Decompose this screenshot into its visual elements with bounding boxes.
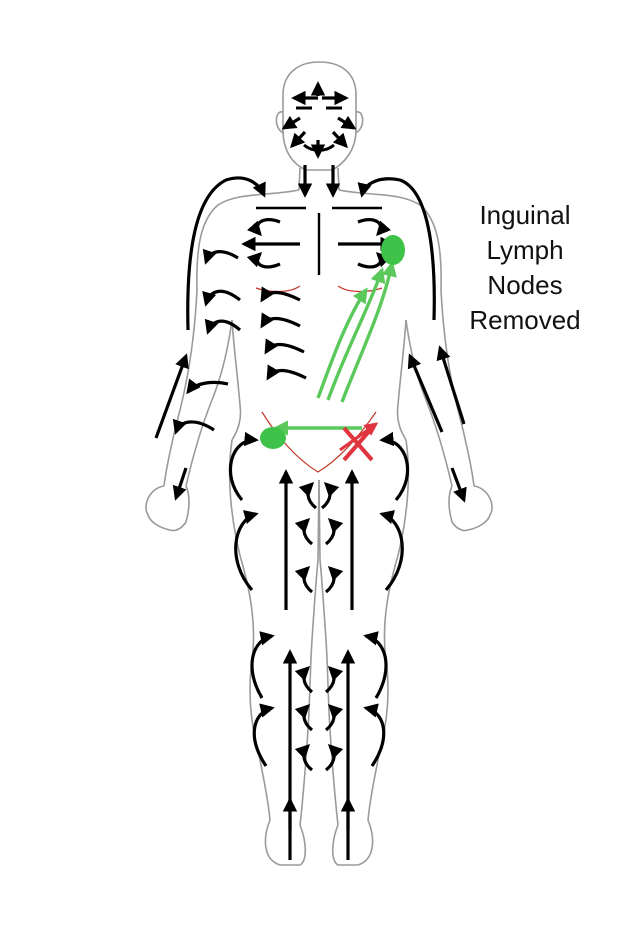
- head-arrow: [281, 115, 301, 130]
- arm-arrow: [172, 418, 215, 435]
- shin-mid-arrow: [294, 703, 314, 732]
- chest-curl: [357, 251, 392, 269]
- thigh-mid-arrow: [294, 517, 314, 546]
- calf-curve: [363, 631, 388, 699]
- left-leg-inner: [299, 479, 320, 826]
- calf-curve: [252, 703, 275, 767]
- caption-line-3: Nodes: [487, 270, 563, 300]
- shin-mid-arrow: [324, 703, 344, 732]
- thigh-mid-arrow: [298, 481, 318, 510]
- thigh-curve: [234, 510, 259, 592]
- thigh-mid-arrow: [294, 565, 314, 594]
- left-torso-side: [231, 319, 242, 441]
- right-torso-side: [396, 319, 407, 441]
- right-ear: [354, 111, 364, 134]
- caption-line-4: Removed: [469, 305, 581, 335]
- head-outline: [282, 61, 357, 171]
- right-leg-inner: [318, 479, 339, 826]
- inguinal-lymph-node-left: [260, 427, 286, 449]
- arm-arrow: [154, 353, 189, 439]
- head-arrow: [337, 115, 357, 130]
- chest-lines: [256, 206, 382, 275]
- caption-line-2: Lymph: [486, 235, 564, 265]
- left-ear: [275, 111, 285, 134]
- chest-curl: [246, 218, 281, 237]
- torso-arrow: [202, 289, 241, 307]
- chest-curl: [357, 218, 392, 237]
- calf-curve: [250, 631, 275, 699]
- arm-arrow: [407, 353, 444, 433]
- arm-arrow: [436, 345, 466, 425]
- knee-mid-arrow: [324, 665, 344, 694]
- knee-mid-arrow: [294, 665, 314, 694]
- green-arrow-up-3: [340, 261, 397, 403]
- drainage-arrows: [154, 81, 467, 860]
- right-hand: [448, 485, 493, 532]
- thigh-curve: [379, 510, 404, 592]
- head-arrow: [331, 130, 348, 149]
- thigh-mid-arrow: [324, 565, 344, 594]
- right-arm-torso-outline: [338, 189, 475, 487]
- left-inner-arm: [185, 319, 233, 487]
- left-hand: [145, 485, 190, 532]
- torso-arrow: [260, 286, 301, 303]
- thigh-mid-arrow: [324, 517, 344, 546]
- shin-mid-arrow: [324, 743, 344, 772]
- calf-curve: [363, 703, 386, 767]
- arm-arrow: [450, 467, 467, 503]
- arm-arrow: [172, 467, 188, 501]
- caption: Inguinal Lymph Nodes Removed: [440, 198, 610, 338]
- torso-arrow: [204, 318, 242, 335]
- torso-arrow: [260, 312, 301, 329]
- torso-arrow: [266, 364, 307, 381]
- right-leg-outer: [331, 439, 410, 866]
- thigh-mid-arrow: [320, 481, 340, 510]
- thigh-curve: [228, 431, 259, 502]
- axillary-lymph-node: [381, 235, 405, 265]
- green-arrow-up-1: [316, 287, 368, 399]
- chest-curl: [246, 251, 281, 269]
- arm-arrow: [186, 378, 229, 395]
- rerouted-pathway: [272, 261, 397, 436]
- green-arrow-up-2: [326, 267, 386, 401]
- torso-arrow: [202, 248, 239, 265]
- head-arrow: [290, 130, 307, 149]
- body-outline: [145, 61, 493, 866]
- lymph-nodes: [260, 235, 405, 449]
- left-shoulder-arc: [186, 176, 266, 331]
- removed-node-mark: [339, 422, 379, 462]
- caption-line-1: Inguinal: [479, 200, 571, 230]
- torso-arrow: [264, 338, 305, 355]
- shin-mid-arrow: [294, 743, 314, 772]
- right-inner-arm: [405, 319, 453, 487]
- left-leg-outer: [228, 439, 307, 866]
- right-shoulder-arc: [357, 177, 436, 321]
- thigh-curve: [379, 431, 410, 502]
- left-chest-crease: [255, 285, 301, 293]
